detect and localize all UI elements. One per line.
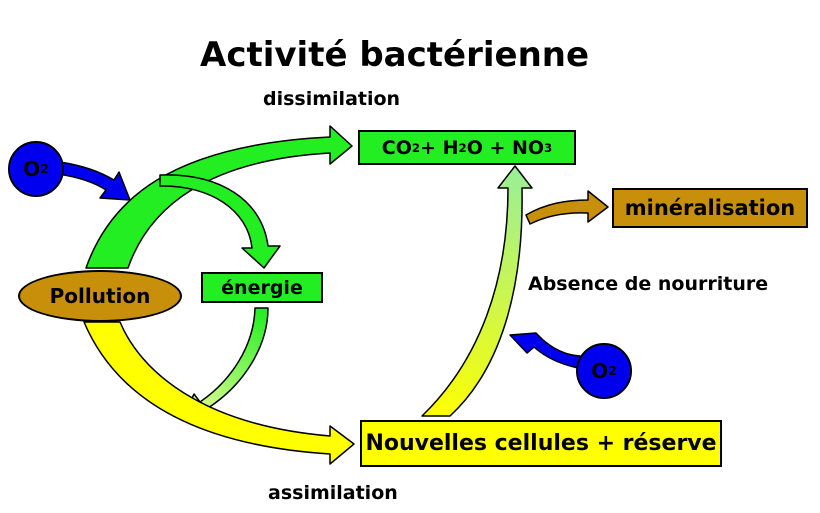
arrow-oxygen-right: [509, 332, 581, 369]
node-mineralisation: minéralisation: [612, 188, 808, 228]
node-energie: énergie: [201, 272, 323, 303]
products-co: CO: [381, 136, 412, 159]
oxygen-left-o: O: [23, 157, 41, 181]
diagram-title: Activité bactérienne: [200, 35, 590, 75]
label-dissimilation: dissimilation: [263, 88, 401, 110]
node-new-cells: Nouvelles cellules + réserve: [360, 420, 722, 467]
products-o-no: O + NO: [466, 136, 545, 159]
products-plus-h: + H: [420, 136, 459, 159]
arrow-oxygen-left: [57, 161, 131, 201]
node-pollution: Pollution: [18, 270, 182, 322]
label-assimilation: assimilation: [268, 482, 398, 504]
oxygen-right-o: O: [591, 359, 609, 383]
arrow-cells-to-products: [421, 165, 533, 417]
arrow-to-energie: [159, 174, 281, 269]
arrow-dissimilation: [85, 125, 353, 269]
label-absence-food: Absence de nourriture: [528, 273, 769, 295]
arrow-assimilation: [83, 321, 355, 465]
arrow-to-mineralisation: [525, 190, 609, 225]
